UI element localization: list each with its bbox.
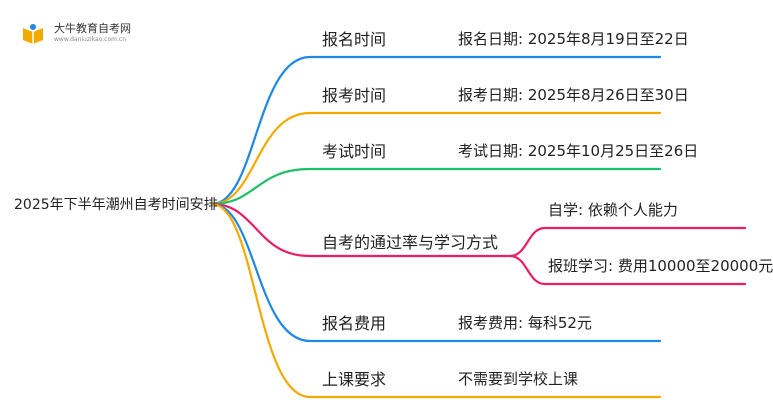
site-logo: 大牛教育自考网 www.daniuzikao.com.cn: [20, 20, 180, 48]
connector-pass-rate-study-leaf-1: [508, 254, 747, 286]
book-icon: [23, 24, 43, 44]
branch-label-signup-time: 报名时间: [322, 30, 387, 49]
branch-label-exam-time: 考试时间: [322, 142, 387, 161]
leaf-class-study: 报班学习: 费用10000至20000元: [548, 257, 773, 275]
branch-label-pass-rate-study: 自考的通过率与学习方式: [322, 233, 499, 252]
mindmap: 大牛教育自考网 www.daniuzikao.com.cn 2025年下半年潮州…: [14, 20, 773, 399]
connector-fee: [210, 202, 662, 343]
connector-class-req: [210, 202, 662, 399]
connector-pass-rate-study-leaf-0: [508, 226, 747, 258]
connector-exam-time: [210, 167, 662, 206]
root-topic: 2025年下半年潮州自考时间安排: [14, 197, 218, 213]
connector-register-time: [210, 111, 662, 206]
logo-name: 大牛教育自考网: [54, 22, 131, 35]
leaf-signup-date: 报名日期: 2025年8月19日至22日: [458, 30, 689, 48]
branch-label-class-req: 上课要求: [322, 370, 387, 389]
connector-pass-rate-study: [210, 202, 512, 258]
branch-label-register-time: 报考时间: [322, 86, 387, 105]
logo-url: www.daniuzikao.com.cn: [54, 36, 126, 43]
leaf-register-date: 报考日期: 2025年8月26日至30日: [458, 86, 689, 104]
leaf-exam-date: 考试日期: 2025年10月25日至26日: [458, 142, 699, 160]
leaf-self-study: 自学: 依赖个人能力: [548, 201, 678, 219]
connector-signup-time: [210, 55, 662, 206]
leaf-no-campus: 不需要到学校上课: [458, 370, 579, 388]
mindmap-connectors: [210, 55, 747, 399]
branch-label-fee: 报名费用: [322, 314, 387, 333]
leaf-fee-amount: 报考费用: 每科52元: [458, 314, 592, 332]
